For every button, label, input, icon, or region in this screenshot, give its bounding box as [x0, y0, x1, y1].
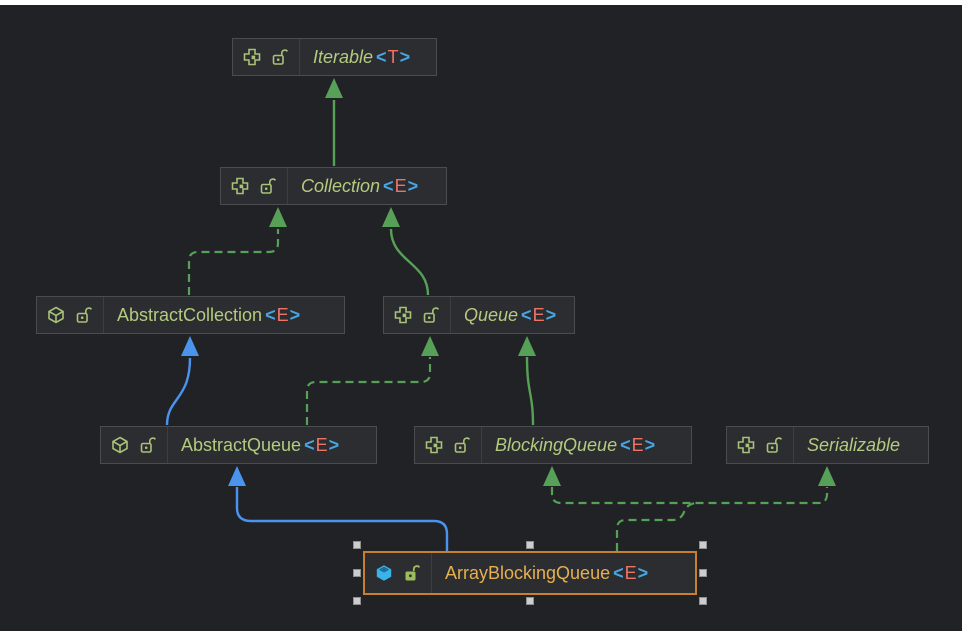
generic-close-bracket: > [637, 562, 649, 583]
generic-type-param: T [387, 46, 399, 67]
node-divider [167, 427, 168, 463]
screenshot-top-margin [0, 0, 962, 5]
node-divider [299, 39, 300, 75]
class-node-collection[interactable]: Collection < E > [220, 167, 447, 205]
generic-close-bracket: > [399, 46, 411, 67]
edge-abstractqueue-extends-abstractcollection[interactable] [165, 336, 199, 426]
abstract-class-icon [111, 436, 129, 454]
public-open-lock-icon [453, 436, 471, 454]
generic-type-param: E [315, 434, 328, 455]
public-open-lock-icon [139, 436, 157, 454]
class-node-abstractcollection[interactable]: AbstractCollection < E > [36, 296, 345, 334]
class-name: Queue [464, 304, 519, 325]
class-node-abstractqueue[interactable]: AbstractQueue < E > [100, 426, 377, 464]
interface-icon [425, 436, 443, 454]
class-name: AbstractQueue [181, 434, 302, 455]
node-divider [431, 553, 432, 593]
selection-handle-bottom-right[interactable] [699, 597, 707, 605]
edge-collection-extends-iterable[interactable] [325, 78, 343, 166]
selection-handle-top-mid[interactable] [526, 541, 534, 549]
generic-type-param: E [394, 175, 407, 196]
interface-icon [394, 306, 412, 324]
class-name: Collection [301, 175, 381, 196]
class-node-blockingqueue[interactable]: BlockingQueue < E > [414, 426, 692, 464]
class-node-iterable[interactable]: Iterable < T > [232, 38, 437, 76]
class-node-arrayblockingqueue[interactable]: ArrayBlockingQueue < E > [363, 551, 697, 595]
edge-arrayblockingqueue-implements-blockingqueue[interactable] [543, 466, 829, 551]
public-open-lock-icon [765, 436, 783, 454]
interface-icon [243, 48, 261, 66]
generic-close-bracket: > [328, 434, 340, 455]
public-open-lock-icon [422, 306, 440, 324]
public-open-lock-icon [75, 306, 93, 324]
public-open-lock-icon [403, 564, 421, 582]
selection-handle-bottom-left[interactable] [353, 597, 361, 605]
generic-type-param: E [624, 562, 637, 583]
interface-icon [231, 177, 249, 195]
edge-blockingqueue-extends-queue[interactable] [518, 336, 536, 426]
class-icon [375, 564, 393, 582]
generic-close-bracket: > [545, 304, 557, 325]
generic-type-param: E [532, 304, 545, 325]
generic-open-bracket: < [383, 175, 394, 196]
class-node-queue[interactable]: Queue < E > [383, 296, 575, 334]
generic-close-bracket: > [644, 434, 656, 455]
edge-abstractcollection-implements-collection[interactable] [187, 207, 287, 295]
generic-type-param: E [631, 434, 644, 455]
generic-open-bracket: < [376, 46, 387, 67]
node-divider [450, 297, 451, 333]
node-divider [287, 168, 288, 204]
selection-handle-mid-right[interactable] [699, 569, 707, 577]
abstract-class-icon [47, 306, 65, 324]
edge-arrayblockingqueue-implements-serializable[interactable] [818, 466, 836, 486]
edge-queue-extends-collection[interactable] [382, 207, 430, 296]
generic-open-bracket: < [620, 434, 631, 455]
generic-open-bracket: < [265, 304, 276, 325]
class-name: AbstractCollection [117, 304, 263, 325]
selection-handle-mid-left[interactable] [353, 569, 361, 577]
generic-type-param: E [276, 304, 289, 325]
edge-arrayblockingqueue-extends-abstractqueue[interactable] [228, 466, 449, 551]
interface-icon [737, 436, 755, 454]
selection-handle-bottom-mid[interactable] [526, 597, 534, 605]
class-node-serializable[interactable]: Serializable [726, 426, 929, 464]
generic-close-bracket: > [407, 175, 419, 196]
generic-open-bracket: < [304, 434, 315, 455]
edge-abstractqueue-implements-queue[interactable] [305, 336, 439, 425]
public-open-lock-icon [271, 48, 289, 66]
class-name: Serializable [807, 434, 901, 455]
generic-close-bracket: > [289, 304, 301, 325]
generic-open-bracket: < [521, 304, 532, 325]
class-name: Iterable [313, 46, 374, 67]
class-name: ArrayBlockingQueue [445, 562, 611, 583]
public-open-lock-icon [259, 177, 277, 195]
selection-handle-top-right[interactable] [699, 541, 707, 549]
class-name: BlockingQueue [495, 434, 618, 455]
node-divider [481, 427, 482, 463]
node-divider [793, 427, 794, 463]
selection-handle-top-left[interactable] [353, 541, 361, 549]
generic-open-bracket: < [613, 562, 624, 583]
node-divider [103, 297, 104, 333]
